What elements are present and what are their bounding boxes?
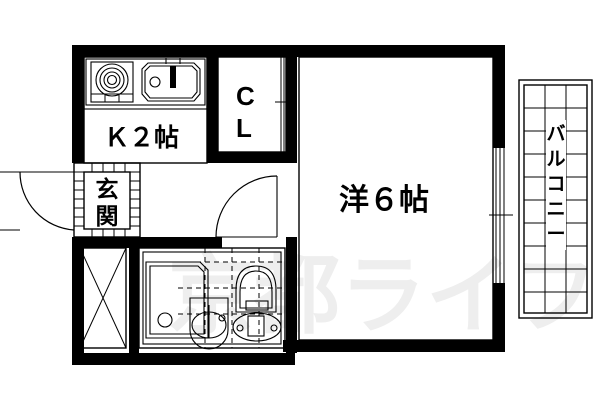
balcony-label-backing <box>546 120 566 250</box>
kitchen-counter-group <box>83 56 208 110</box>
wall-bottom-right <box>283 340 505 352</box>
toilet-seat-gap <box>247 315 265 337</box>
washbasin <box>189 297 229 350</box>
genkan-inner-outline <box>83 171 131 230</box>
wall-kitchen-closet <box>207 45 218 163</box>
genkan-label-line1: 玄 <box>96 176 119 203</box>
stove-burner-ring-2 <box>99 67 125 93</box>
balcony-label-char-0: バ <box>546 123 565 145</box>
entrance-door[interactable] <box>0 171 75 231</box>
entrance-door-swing-arc <box>19 171 75 231</box>
toilet-tank-lid <box>235 265 277 313</box>
shoe-cabinet-outline <box>79 247 127 349</box>
wall-corridor-main <box>286 237 297 353</box>
balcony-sliding-window[interactable] <box>489 148 513 283</box>
washbasin-outer <box>189 297 229 350</box>
closet-label-line2: L <box>236 113 252 143</box>
stove-burner-ring-3 <box>103 71 121 89</box>
sink-basin-outer <box>141 62 201 102</box>
sink-basin-inner <box>144 65 198 99</box>
toilet <box>232 265 282 342</box>
bath-unit-inner-outline <box>142 251 282 345</box>
genkan-outline <box>73 162 141 238</box>
stove-burner-ring-1 <box>95 63 129 97</box>
wall-closet-bottom <box>207 152 297 163</box>
sink-drain <box>149 76 161 88</box>
kitchen-counter-inner <box>85 58 206 106</box>
bath-door-swing-arc <box>215 175 278 238</box>
bath-unit <box>138 247 286 350</box>
wall-shoe-bath <box>129 237 139 355</box>
balcony-label-char-2: コ <box>546 173 565 195</box>
balcony-label-char-4: ー <box>546 223 565 245</box>
wall-left-upper <box>72 45 84 163</box>
balcony-label-char-1: ル <box>546 148 565 170</box>
closet-label-line1: C <box>236 81 255 111</box>
balcony: バ ル コ ニ ー <box>518 79 593 319</box>
wall-bottom-left <box>72 353 295 365</box>
closet-sliding-door[interactable] <box>275 57 291 152</box>
wall-closet-main <box>286 45 297 163</box>
main-room-interior-outline <box>298 56 494 341</box>
kitchen-label: Ｋ２帖 <box>104 123 179 152</box>
toilet-flush-plate <box>245 300 269 311</box>
closet-cl: C L <box>236 57 291 152</box>
entrance-genkan: 玄 関 <box>73 162 141 238</box>
bathtub-inner <box>149 265 205 335</box>
wall-right-upper <box>493 45 505 148</box>
closet-interior-outline <box>217 56 287 153</box>
western-room-label: 洋６帖 <box>339 183 429 218</box>
bathtub-drain <box>157 312 173 328</box>
bathtub <box>145 261 209 339</box>
balcony-inner-frame <box>523 84 588 314</box>
balcony-outer-frame <box>518 79 593 319</box>
stove-burner-ring-4 <box>106 74 118 86</box>
sink-faucet-body <box>170 66 176 88</box>
sink <box>141 58 201 102</box>
stove-outline <box>90 61 134 103</box>
stove <box>90 61 134 103</box>
bath-unit-outline <box>138 247 286 349</box>
washbasin-tap <box>218 314 226 322</box>
balcony-label-char-3: ニ <box>546 198 565 220</box>
toilet-bolt-left <box>236 324 244 332</box>
structural-walls <box>72 45 505 365</box>
wall-right-lower <box>493 283 505 352</box>
toilet-bolt-right <box>270 324 278 332</box>
genkan-label-line2: 関 <box>96 204 119 230</box>
toilet-bowl-outer <box>232 312 282 342</box>
wall-bath-top <box>72 237 222 248</box>
kitchen-counter-outline <box>83 56 208 110</box>
bathtub-outer <box>145 261 209 339</box>
toilet-tank-inner <box>239 270 273 309</box>
wall-left-lower <box>72 237 84 365</box>
bath-door[interactable] <box>215 175 278 238</box>
shoe-cabinet <box>79 247 127 349</box>
shoe-cabinet-x-2 <box>79 247 127 349</box>
